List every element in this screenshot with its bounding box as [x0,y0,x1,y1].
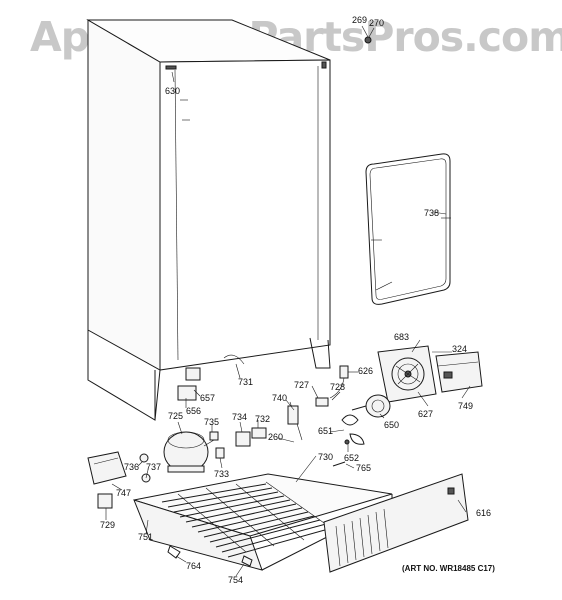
callout-630: 630 [165,86,181,96]
grille-drawing [323,473,469,573]
callout-740: 740 [272,393,288,403]
callout-730: 730 [318,452,334,462]
callout-269: 269 [352,15,368,25]
callout-736: 736 [124,462,140,472]
control-board-drawing [435,351,483,393]
callout-656: 656 [186,406,202,416]
grommets-drawing [97,453,151,509]
callout-683: 683 [394,332,410,342]
fan-blade-drawing [341,414,365,445]
callout-733: 733 [214,469,230,479]
callout-627: 627 [418,409,434,419]
small-parts-drawing [177,354,349,459]
callout-751: 751 [138,532,154,542]
leg-drawing [167,461,346,567]
fan-shroud-drawing [377,345,437,403]
callout-754: 754 [228,575,244,585]
gasket-drawing [365,153,451,305]
leader-lines [105,71,471,577]
callout-731: 731 [238,377,254,387]
callout-616: 616 [476,508,492,518]
callout-260: 260 [268,432,284,442]
callout-732: 732 [255,414,271,424]
callout-657: 657 [200,393,216,403]
condenser-coil-drawing [161,481,335,558]
shield-drawing [87,451,127,485]
callout-764: 764 [186,561,202,571]
callout-626: 626 [358,366,374,376]
callout-728: 728 [330,382,346,392]
callout-735: 735 [204,417,220,427]
art-number: (ART NO. WR18485 C17) [402,564,495,573]
callout-737: 737 [146,462,162,472]
callout-324: 324 [452,344,468,354]
callout-747: 747 [116,488,132,498]
callout-652: 652 [344,453,360,463]
callout-270: 270 [369,18,385,28]
compressor-drawing [163,431,215,473]
callout-765: 765 [356,463,372,473]
callout-749: 749 [458,401,474,411]
callout-650: 650 [384,420,400,430]
callout-738: 738 [424,208,440,218]
fan-motor-drawing [351,394,391,418]
screw-drawing [361,25,375,44]
cabinet-drawing [86,19,331,421]
callout-729: 729 [100,520,116,530]
callout-727: 727 [294,380,310,390]
callout-734: 734 [232,412,248,422]
callout-725: 725 [168,411,184,421]
callout-651: 651 [318,426,334,436]
